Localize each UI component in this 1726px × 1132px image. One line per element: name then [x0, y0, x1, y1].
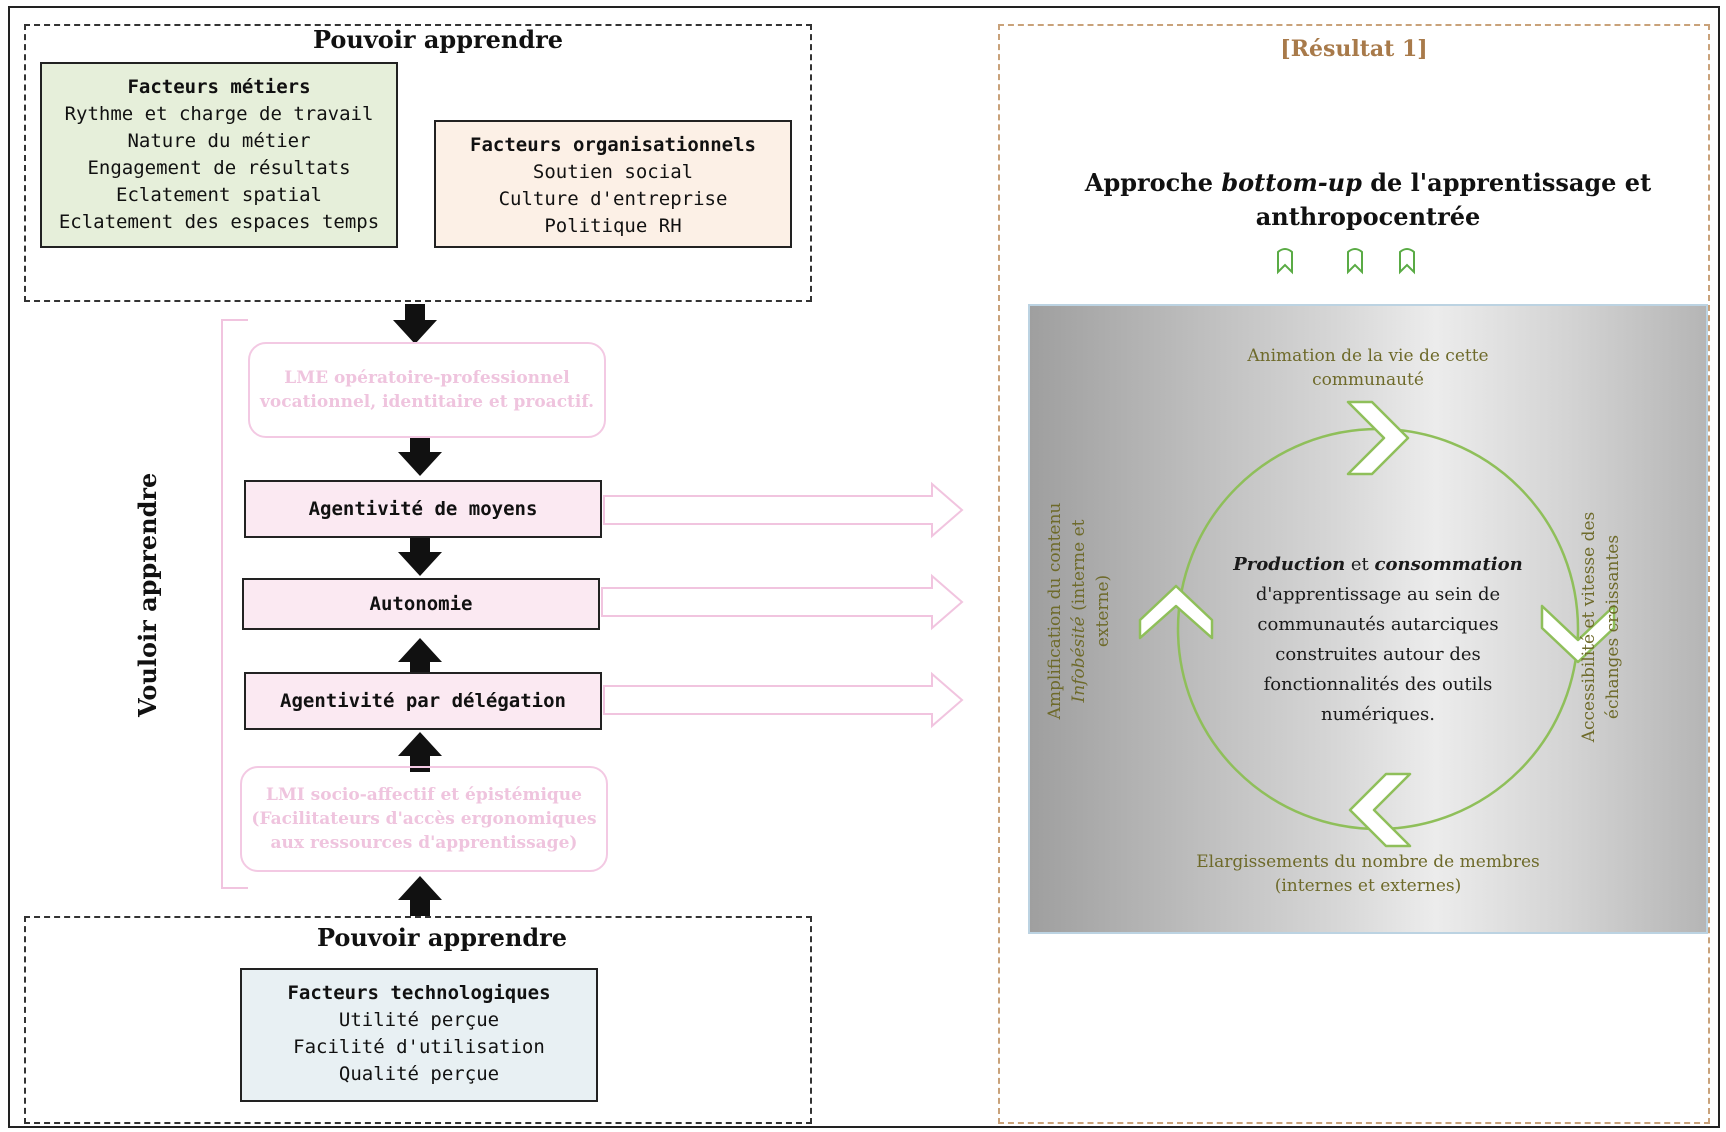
- bookmark-icon: [1277, 248, 1293, 275]
- bookmark-icon: [1399, 248, 1415, 275]
- cycle-bottom-line: Elargissements du nombre de membres: [1196, 852, 1540, 872]
- center-first-line: Production et consommation: [1218, 550, 1538, 580]
- lmi-socio-affectif-box: LMI socio-affectif et épistémique (Facil…: [240, 766, 608, 872]
- approach-post: de l'apprentissage et: [1361, 168, 1652, 197]
- technologiques-line: Utilité perçue: [338, 1009, 500, 1031]
- ghost-line: vocationnel, identitaire et proactif.: [260, 392, 594, 412]
- organisationnels-line: Soutien social: [532, 161, 694, 183]
- lme-operatoire-box: LME opératoire-professionnel vocationnel…: [248, 342, 606, 438]
- bookmark-icon: [1347, 248, 1363, 275]
- agentivite-delegation-box: Agentivité par délégation: [244, 672, 602, 730]
- facteurs-organisationnels-box: Facteurs organisationnels Soutien social…: [434, 120, 792, 248]
- cycle-left-label: Amplification du contenu Infobésité (int…: [1043, 491, 1113, 731]
- approach-em: bottom-up: [1221, 168, 1362, 197]
- facteurs-metiers-heading: Facteurs métiers: [127, 76, 311, 98]
- cycle-top-label: Animation de la vie de cette communauté: [1178, 344, 1558, 392]
- infobesite-text: Infobésité: [1069, 616, 1089, 703]
- approach-line2: anthropocentrée: [1255, 202, 1481, 231]
- metiers-line: Engagement de résultats: [87, 157, 351, 179]
- approach-pre: Approche: [1084, 168, 1222, 197]
- bookmark-icons: [1277, 248, 1415, 275]
- facteurs-technologiques-box: Facteurs technologiques Utilité perçue F…: [240, 968, 598, 1102]
- consommation-text: consommation: [1374, 554, 1523, 575]
- cycle-left-line: Amplification du contenu: [1045, 502, 1065, 720]
- ghost-line: (Facilitateurs d'accès ergonomiques: [251, 809, 597, 829]
- center-line: construites autour des: [1275, 644, 1481, 665]
- facteurs-metiers-box: Facteurs métiers Rythme et charge de tra…: [40, 62, 398, 248]
- production-text: Production: [1233, 554, 1346, 575]
- metiers-line: Nature du métier: [127, 130, 311, 152]
- pouvoir-apprendre-top-title: Pouvoir apprendre: [312, 25, 564, 54]
- resultat-label: [Résultat 1]: [1280, 36, 1428, 62]
- chevron-down-icon: [1540, 604, 1616, 664]
- cycle-bottom-line: (internes et externes): [1274, 876, 1462, 896]
- ghost-line: aux ressources d'apprentissage): [270, 833, 578, 853]
- figure-frame: [8, 6, 1720, 1128]
- pouvoir-apprendre-bottom-group: [24, 916, 812, 1124]
- vouloir-apprendre-label: Vouloir apprendre: [133, 472, 162, 717]
- cycle-center-text: Production et consommation d'apprentissa…: [1218, 550, 1538, 730]
- center-et: et: [1345, 554, 1375, 575]
- cycle-right-label: Accessibilité et vitesse des échanges cr…: [1577, 487, 1631, 767]
- organisationnels-line: Politique RH: [544, 215, 682, 237]
- center-line: fonctionnalités des outils: [1263, 674, 1493, 695]
- arrow-down-icon: [398, 436, 442, 476]
- ghost-line: LMI socio-affectif et épistémique: [266, 785, 582, 805]
- cycle-bottom-label: Elargissements du nombre de membres (int…: [1148, 850, 1588, 898]
- cycle-top-line: Animation de la vie de cette: [1247, 346, 1489, 366]
- arrow-up-icon: [398, 876, 442, 916]
- organisationnels-line: Culture d'entreprise: [498, 188, 728, 210]
- vouloir-bracket: [221, 319, 248, 889]
- chevron-left-icon: [1348, 772, 1412, 848]
- autonomie-box: Autonomie: [242, 578, 600, 630]
- arrow-down-icon: [393, 304, 437, 344]
- ghost-line: LME opératoire-professionnel: [284, 368, 570, 388]
- chevron-right-icon: [1346, 400, 1410, 476]
- center-line: d'apprentissage au sein de: [1255, 584, 1501, 605]
- cycle-right-line: échanges croissantes: [1603, 534, 1623, 720]
- metiers-line: Eclatement des espaces temps: [58, 211, 380, 233]
- cycle-right-line: Accessibilité et vitesse des: [1579, 511, 1599, 743]
- pouvoir-apprendre-top-group: [24, 24, 812, 302]
- arrow-down-icon: [398, 536, 442, 576]
- technologiques-line: Qualité perçue: [338, 1063, 500, 1085]
- middle-connectors: [221, 304, 964, 916]
- facteurs-technologiques-heading: Facteurs technologiques: [287, 982, 551, 1004]
- resultat-group: [998, 24, 1710, 1124]
- center-line: numériques.: [1321, 704, 1435, 725]
- technologiques-line: Facilité d'utilisation: [293, 1036, 545, 1058]
- approach-title: Approche bottom-up de l'apprentissage et…: [1040, 166, 1696, 234]
- chevron-up-icon: [1138, 584, 1214, 640]
- metiers-line: Eclatement spatial: [116, 184, 322, 206]
- metiers-line: Rythme et charge de travail: [64, 103, 374, 125]
- center-line: communautés autarciques: [1257, 614, 1499, 635]
- facteurs-organisationnels-heading: Facteurs organisationnels: [470, 134, 756, 156]
- cycle-diagram: [1138, 400, 1616, 848]
- agentivite-moyens-box: Agentivité de moyens: [244, 480, 602, 538]
- pouvoir-apprendre-bottom-title: Pouvoir apprendre: [316, 923, 568, 952]
- hollow-right-arrow-icon: [601, 481, 964, 729]
- cycle-top-line: communauté: [1312, 370, 1424, 390]
- cycle-left-line: Infobésité (interne et externe): [1067, 491, 1115, 731]
